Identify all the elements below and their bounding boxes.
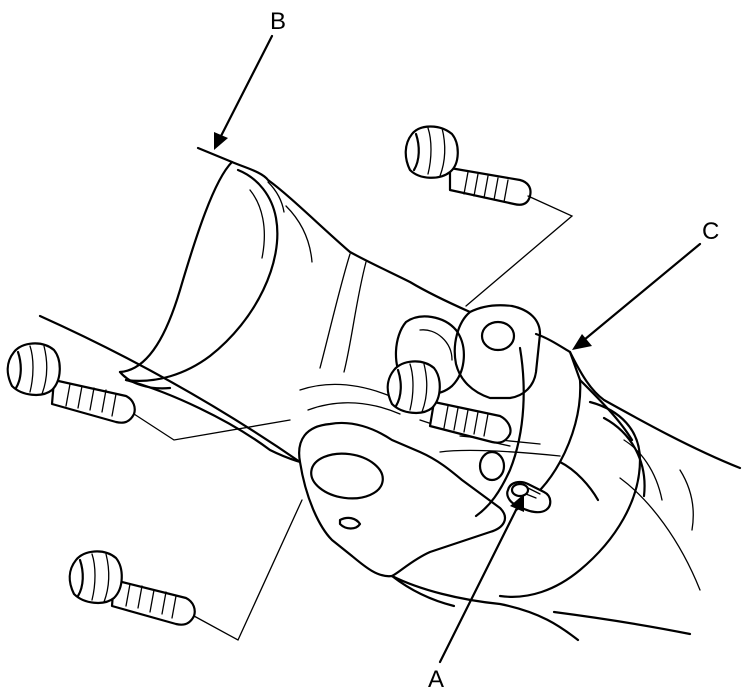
leader-b [214, 34, 274, 150]
bolt-bottom [68, 550, 196, 626]
flange [298, 304, 582, 578]
label-b: B [270, 8, 287, 35]
bolt-top [404, 125, 532, 206]
label-c: C [702, 218, 720, 245]
bolt-left [6, 342, 136, 424]
leader-a [438, 494, 524, 664]
alignment-lines [133, 195, 574, 641]
label-a: A [428, 666, 445, 693]
leader-c [572, 242, 702, 350]
bolt-middle [386, 360, 512, 444]
pipe-c [390, 350, 742, 642]
pipe-b [38, 146, 472, 464]
